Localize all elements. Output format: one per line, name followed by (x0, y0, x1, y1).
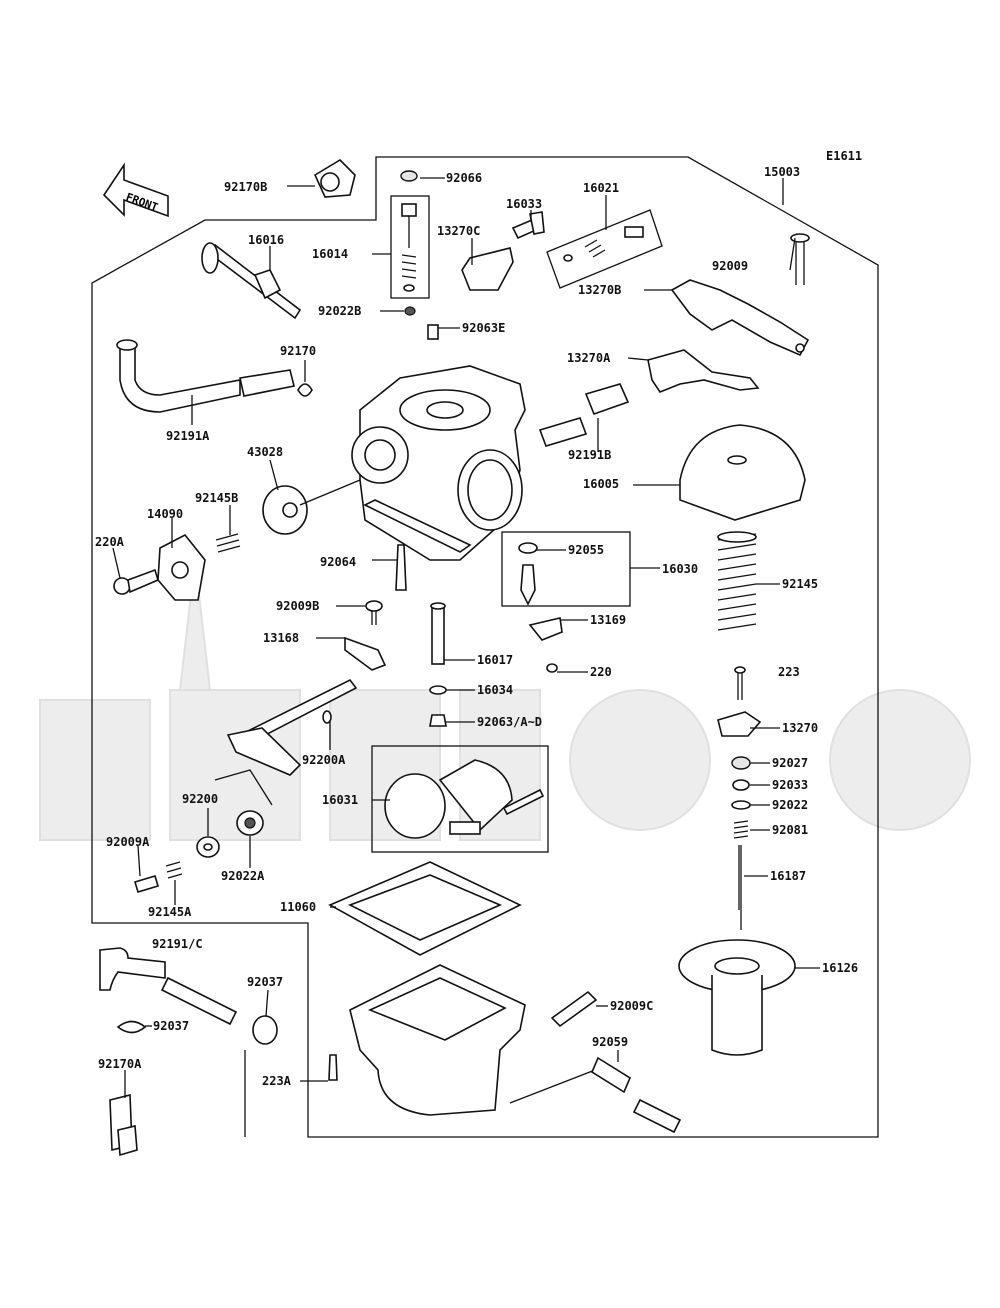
label-16021[interactable]: 16021 (583, 181, 619, 195)
label-92022B[interactable]: 92022B (318, 304, 361, 318)
label-92022[interactable]: 92022 (772, 798, 808, 812)
label-43028[interactable]: 43028 (247, 445, 283, 459)
front-arrow-icon: FRONT (102, 162, 169, 218)
label-92063AD[interactable]: 92063/A~D (477, 715, 542, 729)
label-223[interactable]: 223 (778, 665, 800, 679)
label-92033[interactable]: 92033 (772, 778, 808, 792)
label-92009[interactable]: 92009 (712, 259, 748, 273)
label-16031[interactable]: 16031 (322, 793, 358, 807)
label-92191B[interactable]: 92191B (568, 448, 611, 462)
label-14090[interactable]: 14090 (147, 507, 183, 521)
label-92064[interactable]: 92064 (320, 555, 356, 569)
label-15003[interactable]: 15003 (764, 165, 800, 179)
label-13270C[interactable]: 13270C (437, 224, 480, 238)
label-16017[interactable]: 16017 (477, 653, 513, 667)
part-labels: 92170B 92066 15003 16021 16033 13270C 16… (95, 165, 858, 1088)
label-16033[interactable]: 16033 (506, 197, 542, 211)
label-13270A[interactable]: 13270A (567, 351, 611, 365)
label-16014[interactable]: 16014 (312, 247, 348, 261)
label-92037-left[interactable]: 92037 (153, 1019, 189, 1033)
label-16034[interactable]: 16034 (477, 683, 513, 697)
label-16016[interactable]: 16016 (248, 233, 284, 247)
label-13270B[interactable]: 13270B (578, 283, 621, 297)
label-92009A[interactable]: 92009A (106, 835, 150, 849)
label-92022A[interactable]: 92022A (221, 869, 265, 883)
label-13169[interactable]: 13169 (590, 613, 626, 627)
label-92200[interactable]: 92200 (182, 792, 218, 806)
label-16005[interactable]: 16005 (583, 477, 619, 491)
label-92037-right[interactable]: 92037 (247, 975, 283, 989)
label-220A[interactable]: 220A (95, 535, 125, 549)
label-220[interactable]: 220 (590, 665, 612, 679)
label-92055[interactable]: 92055 (568, 543, 604, 557)
label-92145A[interactable]: 92145A (148, 905, 192, 919)
label-92081[interactable]: 92081 (772, 823, 808, 837)
label-92170[interactable]: 92170 (280, 344, 316, 358)
label-13168[interactable]: 13168 (263, 631, 299, 645)
label-92059[interactable]: 92059 (592, 1035, 628, 1049)
label-92145[interactable]: 92145 (782, 577, 818, 591)
leader-lines (112, 177, 820, 1098)
label-92191C[interactable]: 92191/C (152, 937, 203, 951)
label-92191A[interactable]: 92191A (166, 429, 210, 443)
label-16030[interactable]: 16030 (662, 562, 698, 576)
label-223A[interactable]: 223A (262, 1074, 292, 1088)
label-92009C[interactable]: 92009C (610, 999, 653, 1013)
label-92200A[interactable]: 92200A (302, 753, 346, 767)
label-92145B[interactable]: 92145B (195, 491, 238, 505)
assembly-frame (91, 156, 879, 1138)
label-16187[interactable]: 16187 (770, 869, 806, 883)
label-92066[interactable]: 92066 (446, 171, 482, 185)
label-16126[interactable]: 16126 (822, 961, 858, 975)
label-11060[interactable]: 11060 (280, 900, 316, 914)
label-92063E[interactable]: 92063E (462, 321, 505, 335)
label-13270[interactable]: 13270 (782, 721, 818, 735)
label-92170B[interactable]: 92170B (224, 180, 267, 194)
part-shapes (99, 158, 810, 1157)
spring-92145 (717, 531, 757, 631)
label-92027[interactable]: 92027 (772, 756, 808, 770)
diagram-code: E1611 (826, 149, 862, 163)
label-92170A[interactable]: 92170A (98, 1057, 142, 1071)
label-92009B[interactable]: 92009B (276, 599, 319, 613)
